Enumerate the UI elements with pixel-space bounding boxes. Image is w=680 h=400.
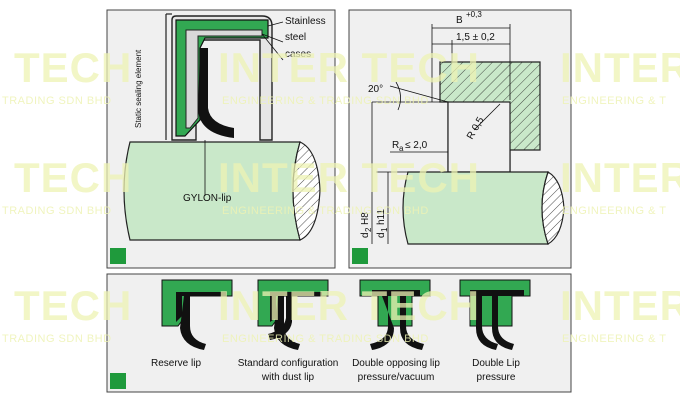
shaft [123, 141, 301, 241]
roughness-label: R a ≤ 2,0 [392, 140, 428, 153]
svg-text:d: d [376, 232, 387, 238]
panel-seal-cross-section: Stainless steel cases Static sealing ele… [106, 9, 336, 269]
svg-text:h11: h11 [376, 209, 387, 225]
radius-leader [473, 103, 501, 131]
svg-text:d: d [360, 232, 371, 238]
variant-double-lip-pressure [459, 279, 531, 350]
shaft [402, 171, 549, 245]
chamfer-line [389, 85, 449, 103]
svg-text:ENGINEERING & T: ENGINEERING & T [562, 95, 666, 107]
variant-label-4: Double Lip [472, 358, 520, 369]
shaft-cut-section [541, 171, 565, 245]
gylon-lip [198, 48, 234, 138]
svg-text:a: a [399, 144, 404, 153]
variant-label-3: Double opposing lip [352, 358, 440, 369]
svg-text:2: 2 [364, 227, 373, 232]
variant-label-1: Reserve lip [151, 358, 201, 369]
variant-reserve-lip [161, 279, 233, 350]
panel-marker [352, 248, 368, 264]
svg-text:ENGINEERING & T: ENGINEERING & T [562, 205, 666, 217]
label-steel: steel [285, 32, 306, 43]
svg-text:≤ 2,0: ≤ 2,0 [405, 140, 428, 151]
svg-text:INTER: INTER [560, 44, 680, 91]
d2-label: d 2 H8 [360, 212, 373, 238]
svg-text:TRADING SDN BHD: TRADING SDN BHD [2, 95, 112, 107]
svg-text:ENGINEERING & T: ENGINEERING & T [562, 333, 666, 345]
label-cases: cases [285, 49, 311, 60]
dim-B-tolerance: +0,3 [466, 10, 482, 19]
housing-bore [447, 101, 511, 173]
panel-lip-variants: Reserve lip Standard configuration with … [106, 273, 572, 393]
dim-width-label: 1,5 ± 0,2 [456, 32, 495, 43]
svg-text:TRADING SDN BHD: TRADING SDN BHD [2, 333, 112, 345]
d1-label: d 1 h11 [376, 209, 389, 238]
panel-installation-dimensions: B +0,3 1,5 ± 0,2 20° R 0,5 R a ≤ 2,0 d 2… [348, 9, 572, 269]
dim-B-label: B [456, 15, 463, 26]
angle-label: 20° [368, 84, 383, 95]
label-stainless: Stainless [285, 16, 326, 27]
variant-label-2b: with dust lip [261, 372, 315, 383]
svg-text:INTER: INTER [560, 154, 680, 201]
shaft-cut-section [292, 141, 321, 241]
svg-text:INTER: INTER [560, 282, 680, 329]
inner-steel-case [185, 29, 263, 129]
label-gylon-lip: GYLON-lip [183, 193, 232, 204]
variant-label-2: Standard configuration [238, 358, 339, 369]
variant-double-opposing-lip [359, 279, 431, 350]
variant-label-3b: pressure/vacuum [358, 372, 435, 383]
svg-text:1: 1 [380, 227, 389, 232]
label-static-sealing-element: Static sealing element [134, 49, 143, 128]
variant-standard-dust-lip [257, 279, 329, 350]
svg-text:H8: H8 [360, 212, 371, 225]
angle-arc [395, 81, 401, 111]
svg-text:TRADING SDN BHD: TRADING SDN BHD [2, 205, 112, 217]
panel-marker [110, 373, 126, 389]
variant-label-4b: pressure [477, 372, 516, 383]
svg-text:R: R [392, 140, 399, 151]
panel-marker [110, 248, 126, 264]
